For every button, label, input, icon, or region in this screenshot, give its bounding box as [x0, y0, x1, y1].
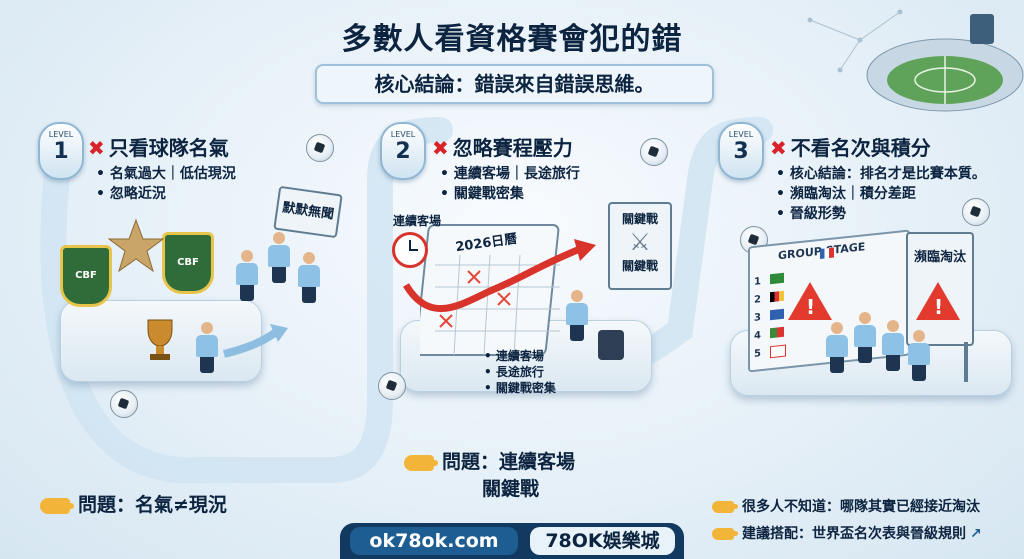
- pointing-hand-icon: [712, 528, 738, 540]
- step-1-heading-text: 只看球隊名氣: [108, 136, 229, 160]
- trend-arrow-icon: [403, 239, 596, 313]
- list-item: • 關鍵戰密集: [484, 381, 556, 395]
- step-3-heading: ✖不看名次與積分: [770, 132, 931, 161]
- level-number: 2: [395, 139, 411, 164]
- player-figure: [908, 330, 930, 381]
- step-2-bullets: • 連續客場｜長途旅行 • 關鍵戰密集: [440, 164, 580, 204]
- football-icon: [640, 138, 668, 166]
- trophy-icon: [147, 319, 173, 360]
- player-figure: [298, 252, 320, 303]
- flag-icon: [770, 308, 784, 321]
- list-item: • 核心結論：排名才是比賽本質。: [776, 166, 986, 182]
- cbf-badge-icon: CBF: [162, 232, 214, 294]
- player-figure: [882, 320, 904, 371]
- tip-1: 很多人不知道：哪隊其實已經接近淘汰: [712, 496, 980, 516]
- stadium-illustration: [807, 9, 1024, 112]
- pointing-hand-icon: [712, 501, 738, 513]
- list-item: • 關鍵戰密集: [440, 186, 524, 202]
- football-icon: [110, 390, 138, 418]
- list-item: • 晉級形勢: [776, 206, 846, 222]
- pointing-hand-icon: [40, 497, 74, 514]
- list-item: • 忽略近況: [96, 186, 166, 202]
- level-2-badge: LEVEL 2: [380, 122, 426, 180]
- crossed-swords-icon: ⚔: [629, 228, 651, 256]
- player-figure: [268, 232, 290, 283]
- player-figure: [854, 312, 876, 363]
- x-mark-icon: ✖: [770, 136, 787, 160]
- player-figure: [826, 322, 848, 373]
- cbf-badge-icon: CBF: [60, 245, 112, 307]
- flag-icon: [770, 290, 784, 303]
- page-title: 多數人看資格賽會犯的錯: [341, 22, 683, 57]
- brand-name: 78OK娛樂城: [530, 527, 675, 555]
- sign-post: [964, 342, 968, 382]
- level-label: LEVEL: [728, 130, 754, 139]
- level-label: LEVEL: [48, 130, 74, 139]
- step-3-bullets: • 核心結論：排名才是比賽本質。 • 瀕臨淘汰｜積分差距 • 晉級形勢: [776, 164, 986, 224]
- flag-icon: [820, 247, 834, 259]
- warning-mark: !: [934, 295, 944, 319]
- level-3-badge: LEVEL 3: [718, 122, 764, 180]
- core-conclusion-banner: 核心結論：錯誤來自錯誤思維。: [315, 64, 714, 104]
- step-1-heading: ✖只看球隊名氣: [88, 132, 229, 161]
- external-link-arrow-icon[interactable]: ↗: [970, 526, 982, 542]
- clock-label: 連續客場: [393, 214, 442, 228]
- list-item: • 連續客場: [484, 349, 544, 363]
- unknown-team-sign: 默默無聞: [273, 185, 343, 239]
- traveling-player-figure: [566, 290, 588, 341]
- step-2-heading: ✖忽略賽程壓力: [432, 132, 573, 161]
- step-2-problem-text: 問題：連續客場: [442, 451, 576, 473]
- x-mark-icon: ✖: [88, 136, 105, 160]
- flag-icon: [770, 326, 784, 339]
- tip-2-text: 建議搭配：世界盃名次表與晉級規則: [742, 526, 966, 542]
- clock-icon: [392, 232, 428, 268]
- step-1-bullets: • 名氣過大｜低估現況 • 忽略近況: [96, 164, 236, 204]
- list-item: • 名氣過大｜低估現況: [96, 166, 236, 182]
- step-2-heading-text: 忽略賽程壓力: [452, 136, 573, 160]
- list-item: • 連續客場｜長途旅行: [440, 166, 580, 182]
- step-1-problem-text: 問題：名氣≠現況: [78, 494, 227, 516]
- step-1-problem: 問題：名氣≠現況: [40, 490, 227, 517]
- arrow-icon: [223, 324, 288, 358]
- pointing-hand-icon: [404, 454, 438, 471]
- level-number: 3: [733, 139, 749, 164]
- calendar-bullets: • 連續客場 • 長途旅行 • 關鍵戰密集: [484, 348, 556, 396]
- warning-mark: !: [806, 295, 816, 319]
- football-icon: [306, 134, 334, 162]
- football-icon: [378, 372, 406, 400]
- list-item: • 長途旅行: [484, 365, 544, 379]
- level-number: 1: [53, 139, 69, 164]
- star-icon: [108, 218, 164, 273]
- step-3-heading-text: 不看名次與積分: [790, 136, 931, 160]
- player-figure: [196, 322, 218, 373]
- warning-triangle-icon: [916, 282, 960, 320]
- flag-icon: [770, 272, 784, 285]
- site-url-link[interactable]: ok78ok.com: [350, 527, 518, 555]
- football-icon: [962, 198, 990, 226]
- list-item: • 瀕臨淘汰｜積分差距: [776, 186, 916, 202]
- level-1-badge: LEVEL 1: [38, 122, 84, 180]
- x-mark-icon: ✖: [432, 136, 449, 160]
- tip-2[interactable]: 建議搭配：世界盃名次表與晉級規則↗: [712, 523, 982, 543]
- suitcase-icon: [598, 330, 624, 360]
- warning-triangle-icon: [788, 282, 832, 320]
- tip-1-text: 很多人不知道：哪隊其實已經接近淘汰: [742, 499, 980, 515]
- flag-icon: [770, 344, 786, 359]
- level-label: LEVEL: [390, 130, 416, 139]
- player-figure: [236, 250, 258, 301]
- key-match-sign: 關鍵戰 ⚔ 關鍵戰: [608, 202, 672, 290]
- step-2-problem-line2: 關鍵戰: [482, 478, 540, 500]
- step-2-problem: 問題：連續客場: [404, 447, 575, 474]
